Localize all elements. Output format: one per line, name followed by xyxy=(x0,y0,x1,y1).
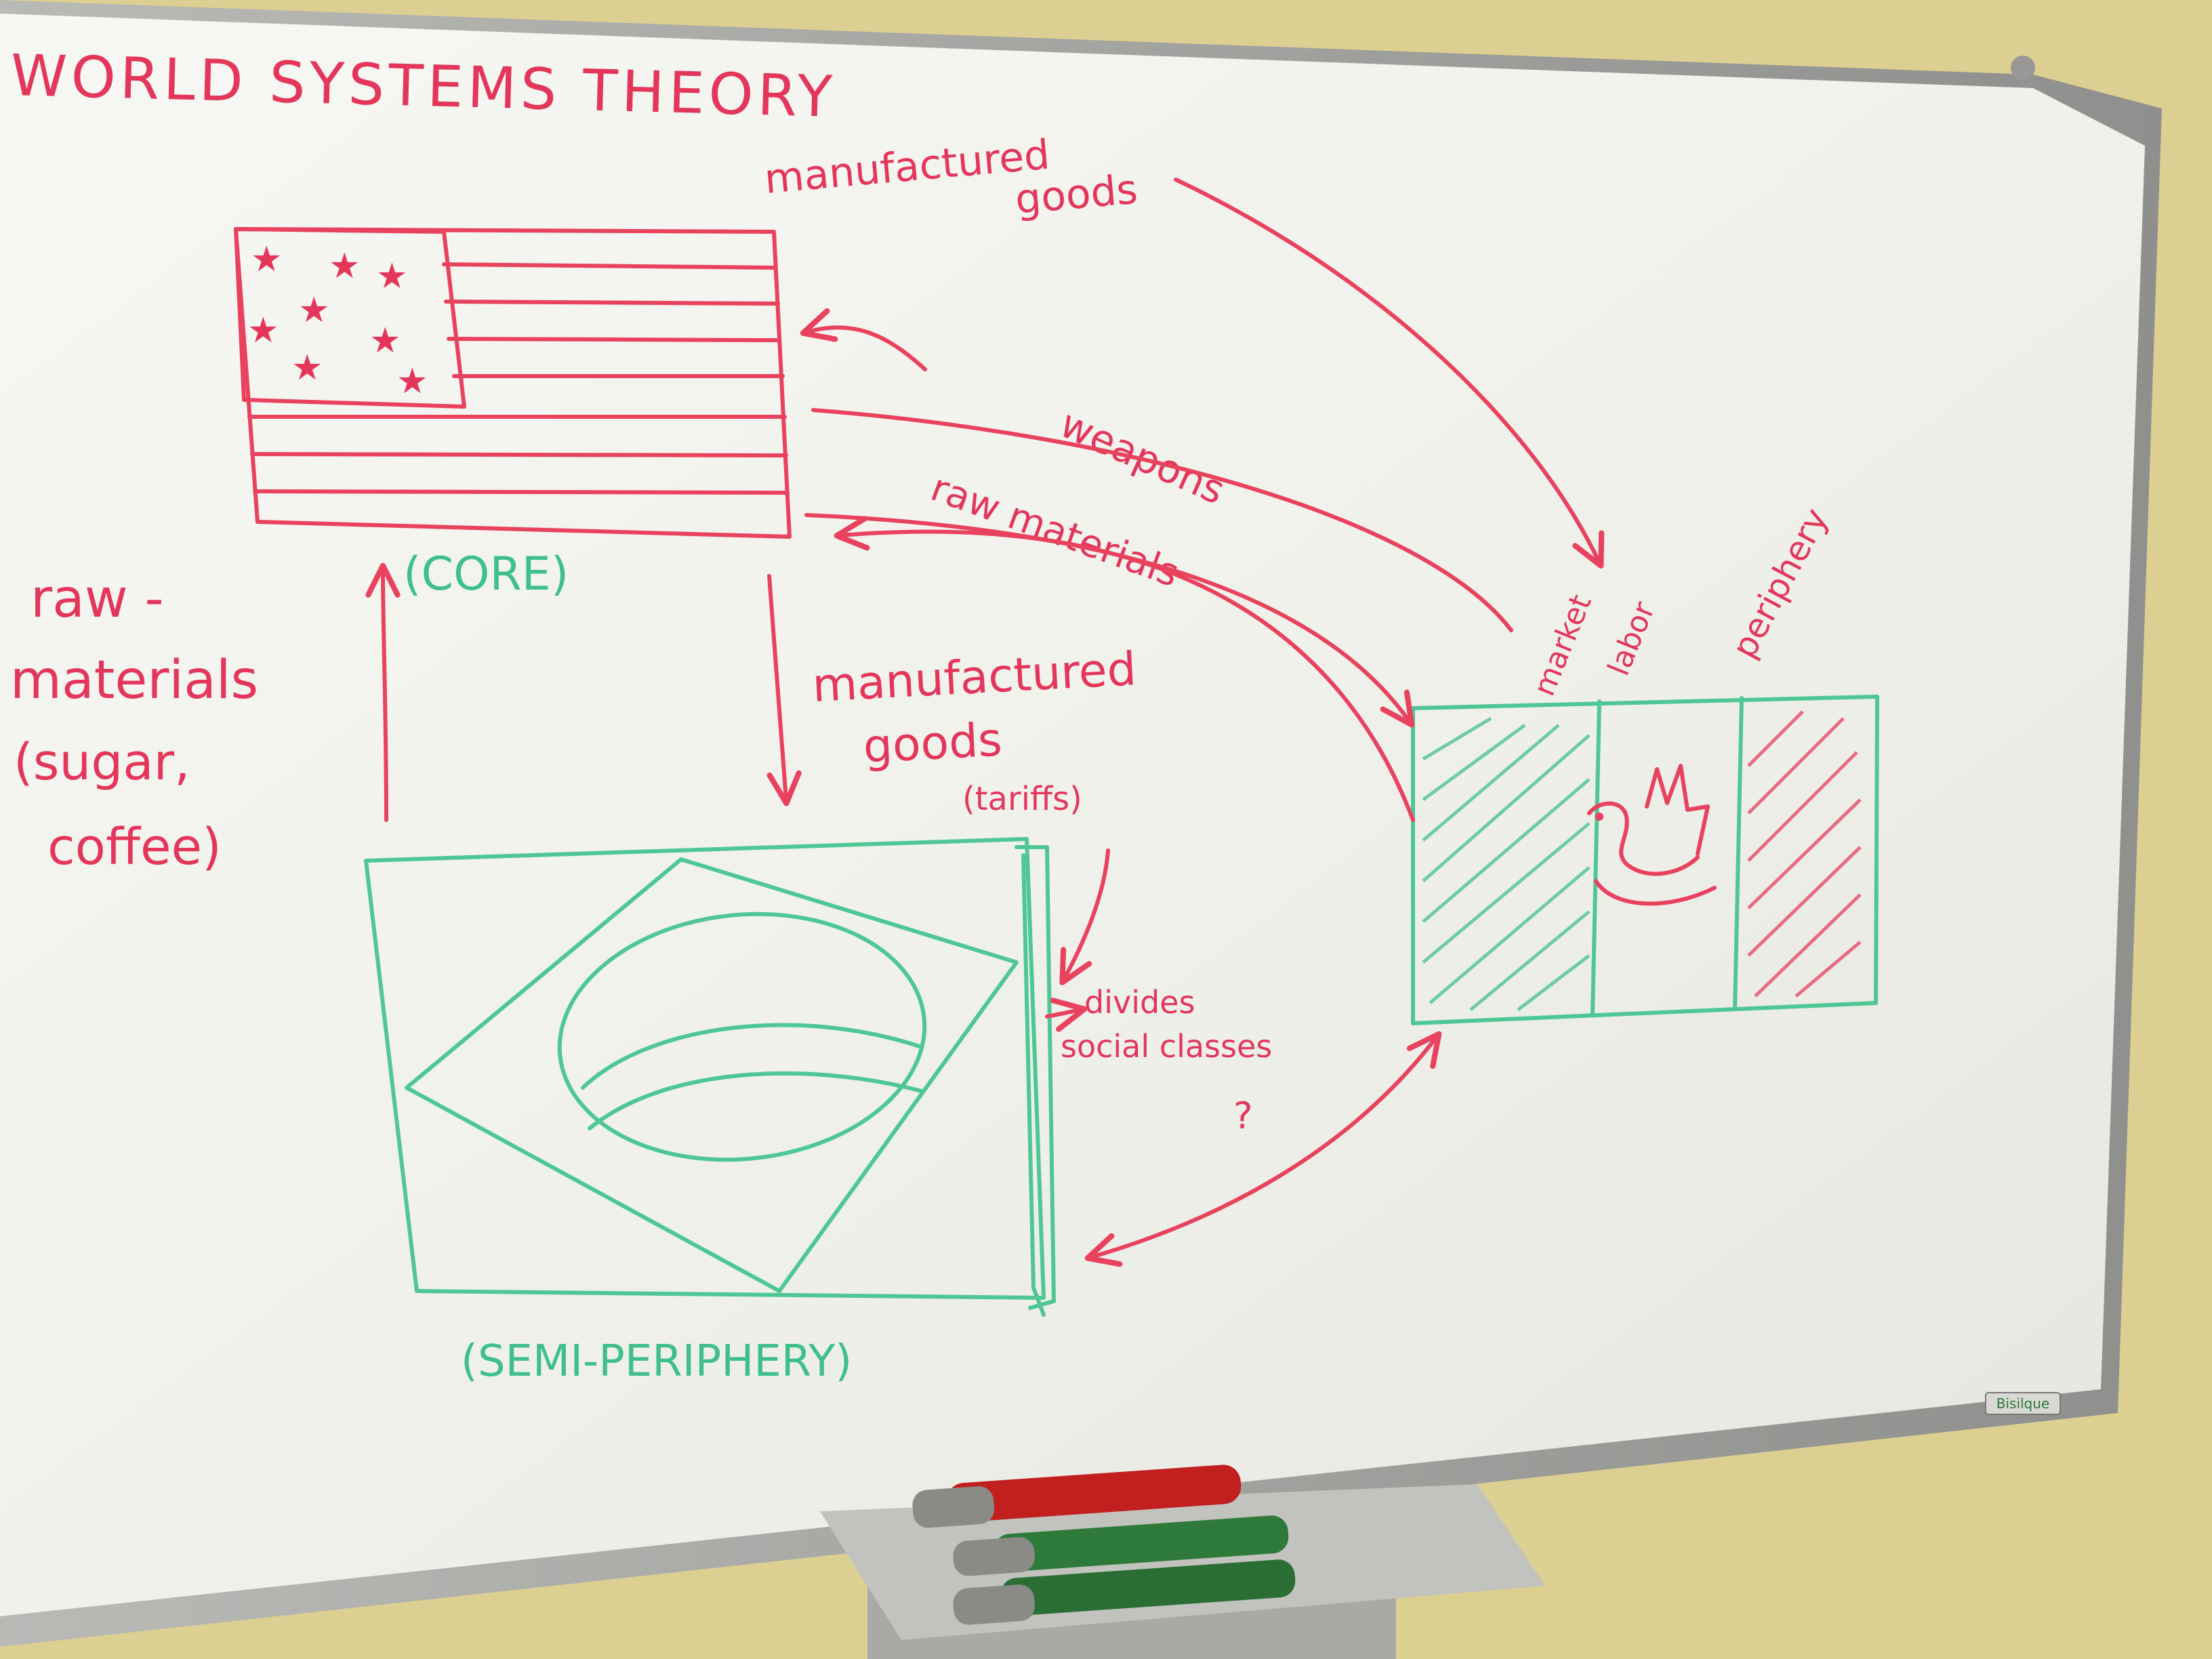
arrow-tariffs-to-divides xyxy=(1059,848,1110,985)
arrow-divides xyxy=(1045,998,1088,1032)
star-icon: ★ xyxy=(291,348,323,388)
star-icon: ★ xyxy=(369,321,401,361)
star-icon: ★ xyxy=(247,310,279,351)
raw-materials-left-line3: (sugar, xyxy=(14,733,190,792)
marker-green[interactable] xyxy=(952,1515,1290,1577)
core-label: (CORE) xyxy=(403,548,569,601)
eagle-icon xyxy=(1587,764,1717,906)
arrow-to-core-top xyxy=(800,308,927,371)
arrow-manufactured-to-periphery xyxy=(1174,178,1605,569)
arrow-semi-periphery-exchange xyxy=(1084,1031,1442,1267)
whiteboard-surface xyxy=(0,14,2145,1616)
green-hatching xyxy=(1422,716,1591,1011)
tariffs-label: (tariffs) xyxy=(962,780,1082,818)
usa-flag-drawing: ★ ★ ★ ★ ★ ★ ★ ★ xyxy=(234,227,792,539)
red-hatching xyxy=(1747,710,1862,998)
manufactured-goods-top-line2: goods xyxy=(1013,165,1139,223)
hook-icon xyxy=(2011,56,2035,80)
mexico-flag-drawing xyxy=(1411,695,1879,1025)
brand-label: Bisilque xyxy=(1996,1395,2050,1412)
arrow-semi-to-core xyxy=(365,562,401,822)
brazil-flag-drawing xyxy=(364,837,1056,1317)
marker-green[interactable] xyxy=(952,1559,1296,1626)
star-icon: ★ xyxy=(329,246,361,287)
arrow-to-periphery-flag xyxy=(804,513,1415,728)
arrow-core-to-semi xyxy=(766,574,802,806)
star-icon: ★ xyxy=(251,239,283,280)
marker-red[interactable] xyxy=(912,1464,1242,1529)
star-icon: ★ xyxy=(396,361,428,402)
social-classes-label: social classes xyxy=(1061,1028,1272,1065)
flow-arrows xyxy=(365,178,1605,1267)
raw-materials-left-line2: materials xyxy=(10,650,258,711)
brand-badge xyxy=(1985,1392,2061,1415)
divides-label: divides xyxy=(1084,984,1195,1021)
question-mark: ? xyxy=(1233,1094,1253,1137)
arrow-raw-materials-to-core xyxy=(834,516,1415,822)
manufactured-goods-mid-line2: goods xyxy=(862,713,1004,774)
raw-materials-left-line4: coffee) xyxy=(47,818,222,876)
semi-periphery-label: (SEMI-PERIPHERY) xyxy=(461,1336,852,1387)
star-icon: ★ xyxy=(298,290,330,331)
arrow-weapons xyxy=(811,408,1513,632)
star-icon: ★ xyxy=(376,256,408,297)
raw-materials-left-line1: raw - xyxy=(30,569,164,630)
